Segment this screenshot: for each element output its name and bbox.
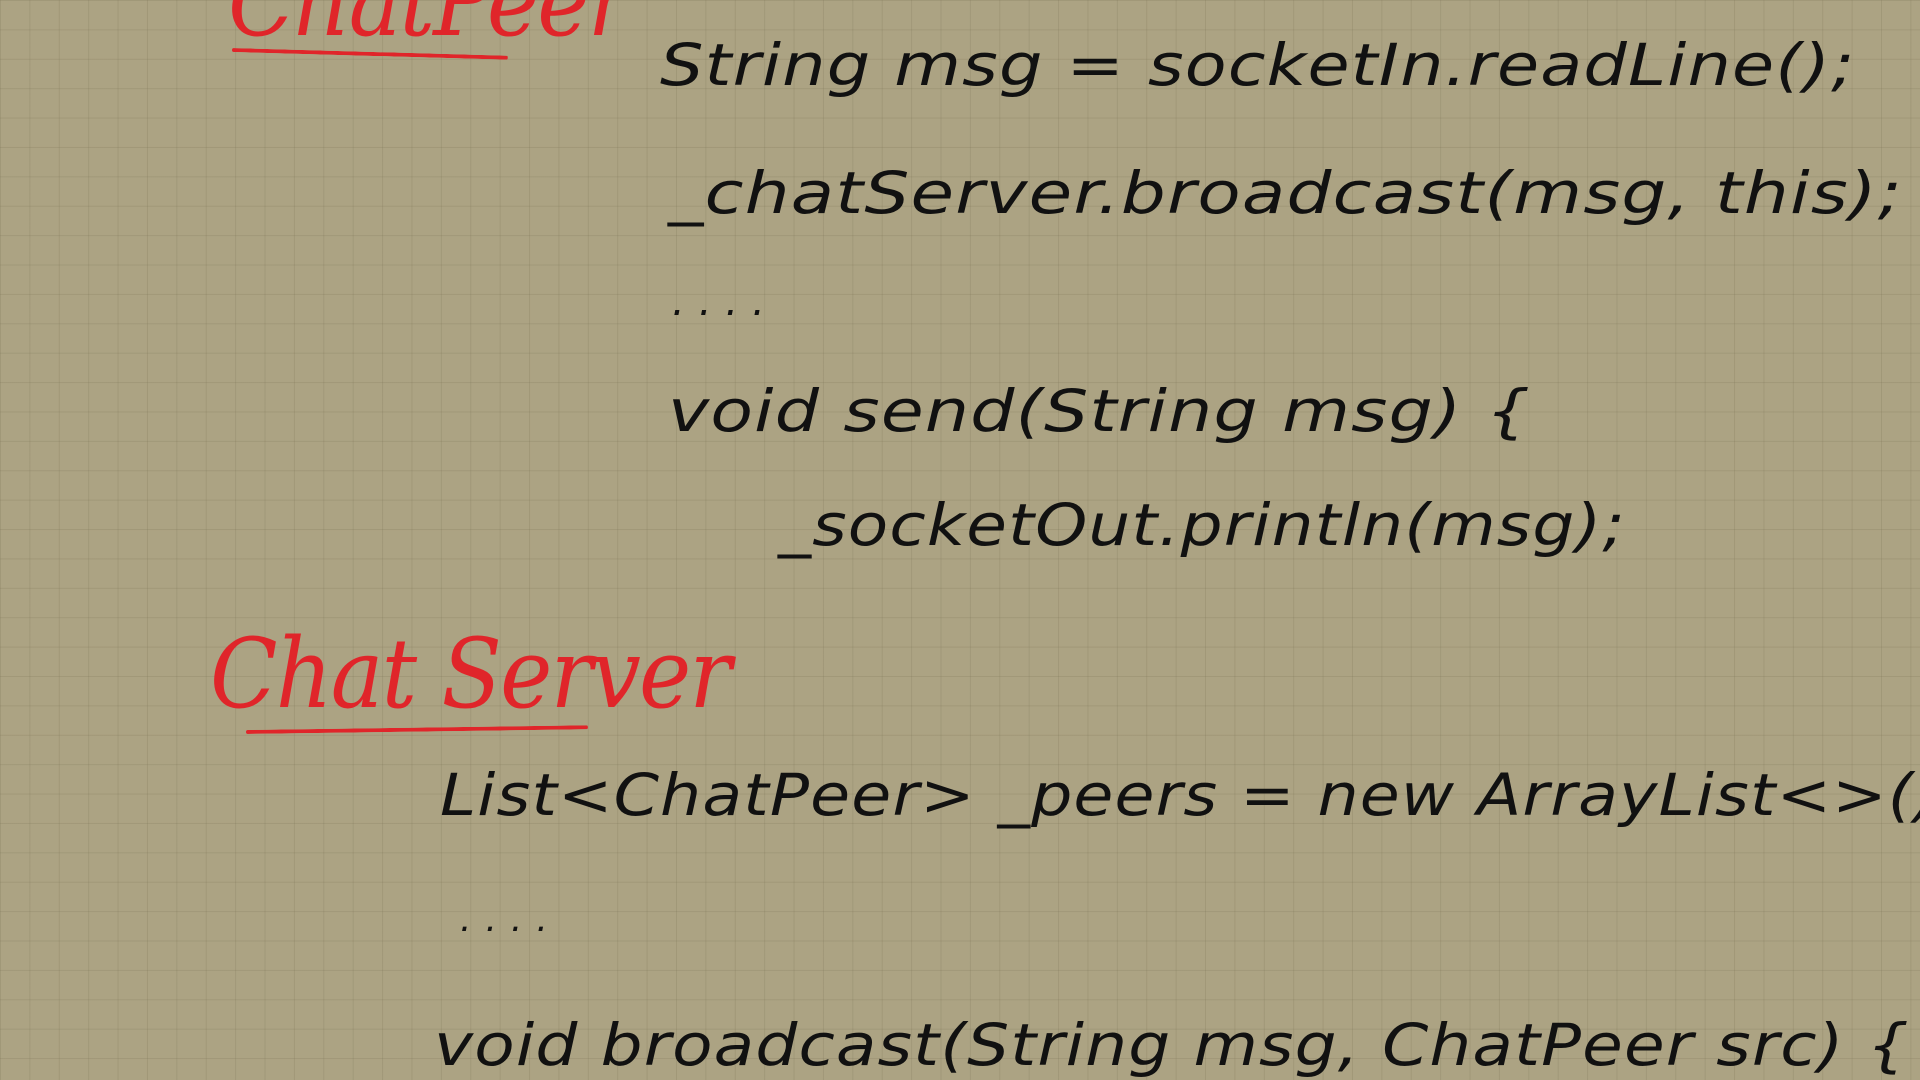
code-line-broadcast-method: void broadcast(String msg, ChatPeer src)…: [434, 1011, 1910, 1079]
code-line-ellipsis: ....: [672, 279, 779, 325]
code-line-println-call: _socketOut.println(msg);: [778, 491, 1626, 559]
chat-peer-heading: ChatPeer: [228, 0, 630, 58]
code-line-read-message: String msg = socketIn.readLine();: [660, 31, 1856, 99]
code-line-send-method: void send(String msg) {: [668, 377, 1532, 445]
code-line-peers-list: List<ChatPeer> _peers = new ArrayList<>(…: [440, 761, 1920, 829]
chat-server-heading: Chat Server: [210, 618, 732, 730]
code-line-broadcast-call: _chatServer.broadcast(msg, this);: [668, 159, 1903, 227]
code-line-server-ellipsis: ....: [460, 899, 562, 940]
